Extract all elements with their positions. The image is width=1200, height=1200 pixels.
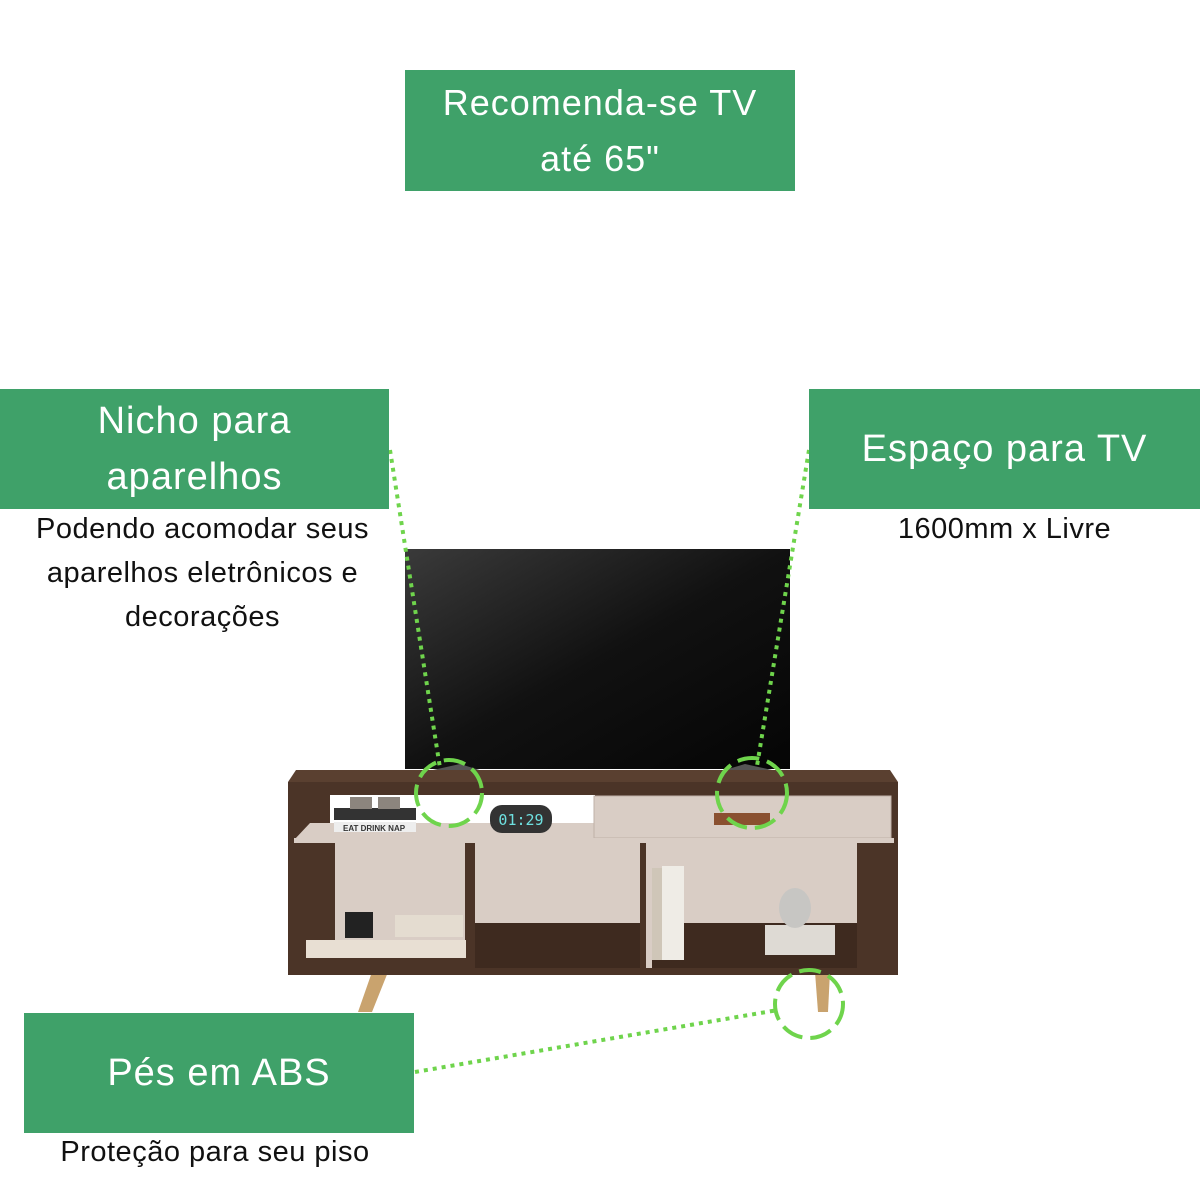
callouts [388,449,845,1074]
right-leg [815,972,830,1012]
niche-description: Podendo acomodar seus aparelhos eletrôni… [0,507,405,639]
niche-label: Nicho para aparelhos [0,389,389,509]
tv-space-description: 1600mm x Livre [897,513,1112,545]
left-leg [358,972,388,1012]
callout-circle-tv-space [715,756,789,830]
tv-stand: EAT DRINK NAP 01:29 [288,770,898,1012]
tv-size-recommendation-label: Recomenda-se TV até 65" [405,70,795,191]
niche-title-line1: Nicho para [97,400,292,442]
drawer-handle [714,813,770,825]
callout-line-feet [414,1008,779,1074]
tv-space-label: Espaço para TV [809,389,1200,509]
feet-description: Proteção para seu piso [60,1136,370,1168]
tv-space-title: Espaço para TV [861,427,1148,470]
callout-circle-feet [773,968,845,1040]
callout-circle-niche [414,758,484,828]
niche-desc-line3: decorações [125,601,280,633]
niche-desc-line2: aparelhos eletrônicos e [46,557,359,589]
top-label-line1: Recomenda-se TV [442,81,758,123]
book-title: EAT DRINK NAP [343,824,406,833]
feet-title: Pés em ABS [107,1051,331,1094]
clock-display: 01:29 [498,811,543,829]
niche-desc-line1: Podendo acomodar seus [36,513,369,545]
tv [405,549,790,780]
niche-title-line2: aparelhos [106,456,283,498]
top-label-line2: até 65" [540,137,660,179]
feet-label: Pés em ABS [24,1013,414,1133]
